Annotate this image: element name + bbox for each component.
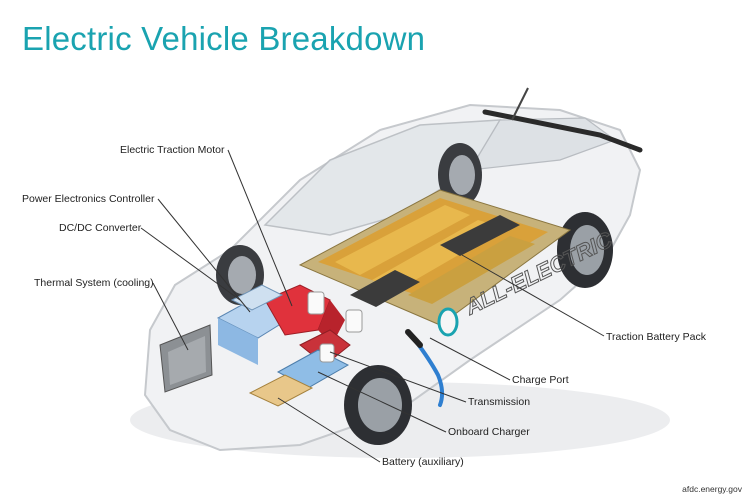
rear-left-wheel xyxy=(438,143,482,207)
label-charge-port: Charge Port xyxy=(512,374,569,386)
thermal-system xyxy=(159,324,213,393)
white-canisters xyxy=(307,291,363,363)
charge-cable xyxy=(413,338,445,407)
charge-plug xyxy=(405,329,423,348)
traction-battery-pack xyxy=(298,189,572,326)
leader-battery-aux xyxy=(277,397,381,463)
label-battery-auxiliary: Battery (auxiliary) xyxy=(382,456,464,468)
label-power-electronics-controller: Power Electronics Controller xyxy=(22,193,155,205)
leader-battery-pack xyxy=(461,254,605,337)
source-credit: afdc.energy.gov xyxy=(682,484,742,494)
label-electric-traction-motor: Electric Traction Motor xyxy=(120,144,225,156)
label-transmission: Transmission xyxy=(468,396,531,408)
leader-dcdc xyxy=(140,227,241,301)
charge-port xyxy=(437,307,459,337)
label-traction-battery-pack: Traction Battery Pack xyxy=(606,331,706,343)
label-onboard-charger: Onboard Charger xyxy=(448,426,530,438)
label-thermal-system: Thermal System (cooling) xyxy=(34,277,154,289)
front-wheel xyxy=(344,365,412,445)
antenna xyxy=(511,87,529,121)
leader-onboard-charger xyxy=(317,371,447,433)
rear-spoiler xyxy=(482,109,643,153)
page-title: Electric Vehicle Breakdown xyxy=(22,20,426,57)
leader-transmission xyxy=(329,351,467,403)
auxiliary-battery xyxy=(248,374,314,407)
rear-wheel xyxy=(557,212,613,288)
leader-lines xyxy=(140,149,605,463)
leader-charge-port xyxy=(429,337,511,381)
label-dc-dc-converter: DC/DC Converter xyxy=(59,222,142,234)
leader-thermal xyxy=(152,282,189,351)
leader-pec xyxy=(157,198,251,313)
leader-motor xyxy=(227,149,293,307)
